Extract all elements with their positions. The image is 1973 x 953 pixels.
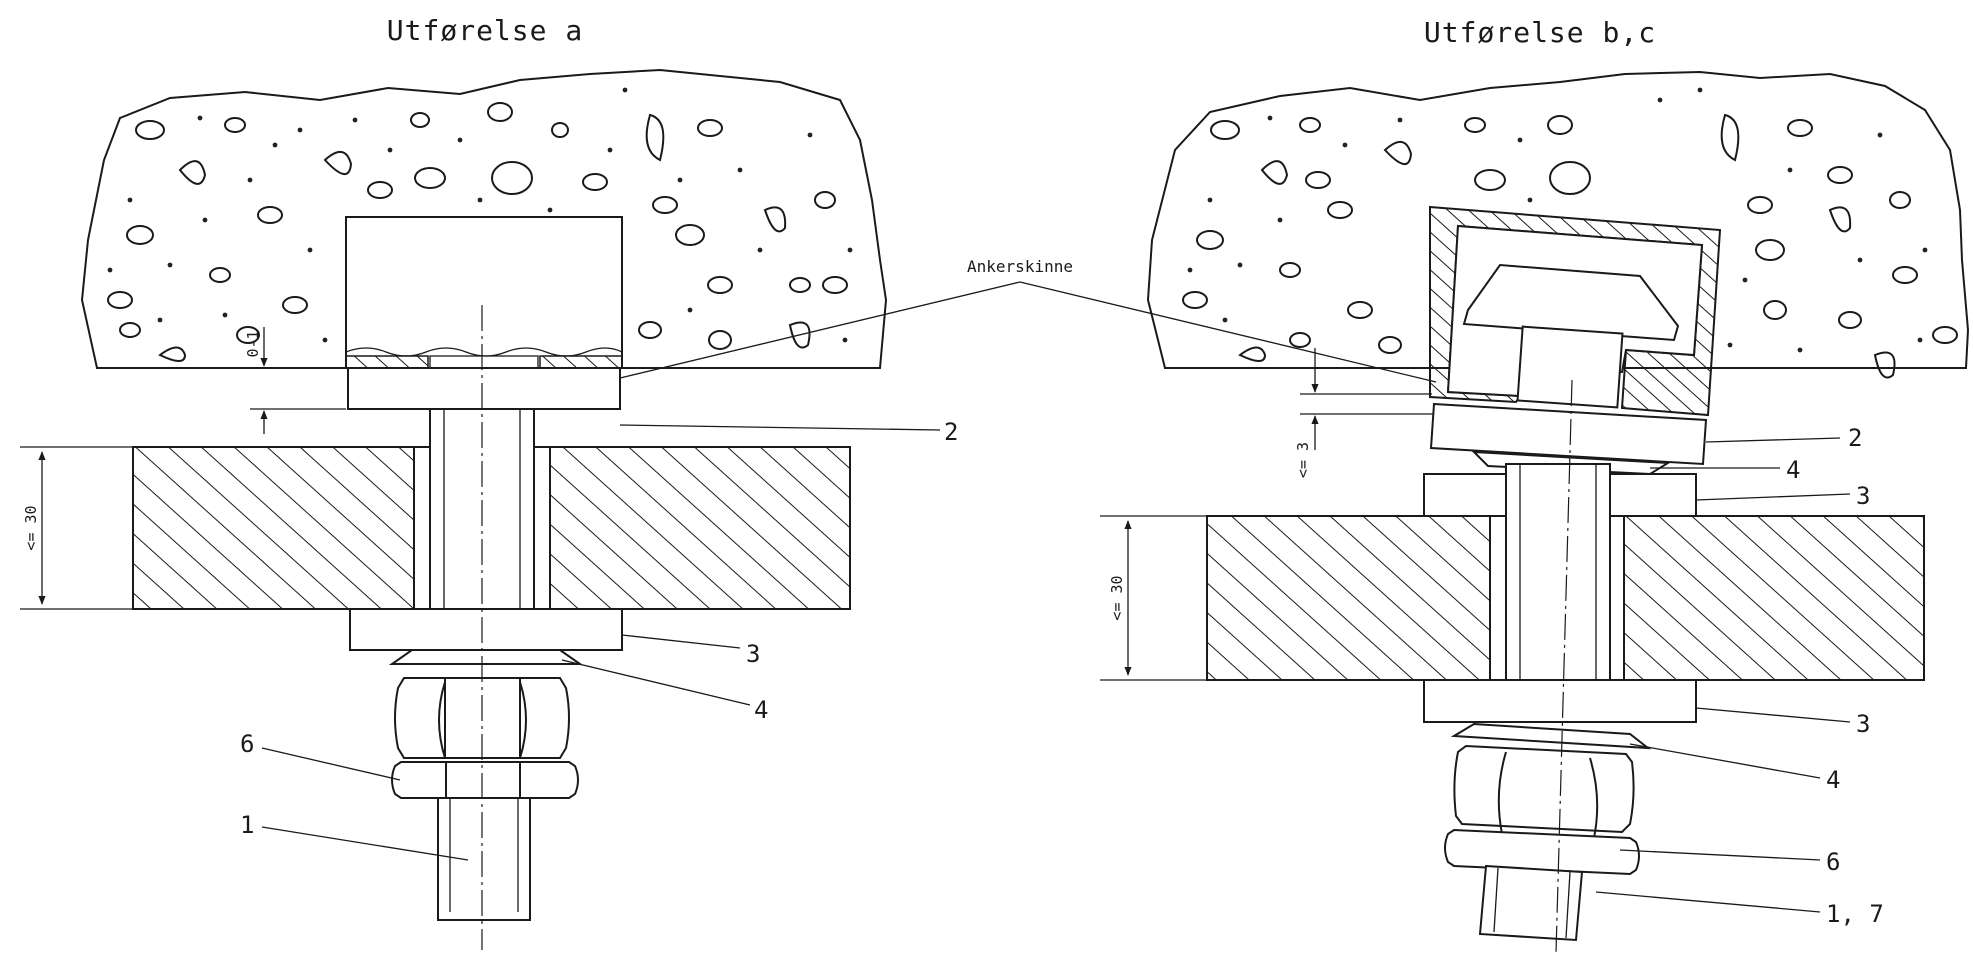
- anchor-channel-a: [345, 216, 623, 369]
- bolt-end-bc: [1478, 864, 1584, 942]
- dim-gap-bc: <= 3: [1294, 442, 1312, 478]
- callout-a-4: 4: [754, 696, 768, 724]
- bolt-shank-bc: [1505, 463, 1611, 681]
- callout-bc-1-7: 1, 7: [1826, 900, 1884, 928]
- lock-nut-6-bc: [1444, 828, 1640, 876]
- callout-bc-4-bottom: 4: [1826, 766, 1840, 794]
- t-bolt-head-bc: [1462, 263, 1680, 342]
- callout-bc-3-top: 3: [1856, 482, 1870, 510]
- aggregate-a: [107, 102, 848, 362]
- washer-3-a: [349, 608, 623, 651]
- anchor-rail-leader-a: [619, 281, 1021, 379]
- title-variant-bc: Utførelse b,c: [1424, 16, 1656, 49]
- callout-bc-2: 2: [1848, 424, 1862, 452]
- dim-plate-bc: <= 30: [1108, 575, 1126, 620]
- channel-lip-right-a: [539, 355, 623, 369]
- lock-nut-6-a: [391, 761, 579, 799]
- hex-nut-bc: [1453, 744, 1635, 834]
- anchor-rail-leader-bc: [1019, 281, 1437, 383]
- callout-a-2: 2: [944, 418, 958, 446]
- t-bolt-neck-bc: [1516, 325, 1624, 409]
- callout-a-1: 1: [240, 811, 254, 839]
- callout-bc-6: 6: [1826, 848, 1840, 876]
- washer-3-bottom-bc: [1423, 679, 1697, 723]
- aggregate-bc: [1182, 113, 1958, 379]
- spring-washer-4-bottom-bc: [1450, 722, 1652, 750]
- spring-washer-4-a: [388, 649, 584, 665]
- concrete-slab-bc: [1146, 70, 1970, 369]
- sand-dots-bc: [1187, 87, 1928, 353]
- callout-a-3: 3: [746, 640, 760, 668]
- concrete-slab-a: [80, 68, 888, 369]
- washer-2-a: [347, 367, 621, 410]
- callout-a-6: 6: [240, 730, 254, 758]
- washer-2-bc: [1429, 402, 1708, 466]
- channel-lip-left-a: [345, 355, 429, 369]
- dim-gap-a: 0-1: [244, 330, 262, 357]
- title-variant-a: Utførelse a: [387, 14, 583, 47]
- dim-plate-a: <= 30: [22, 505, 40, 550]
- view-bc: [1100, 70, 1970, 953]
- label-anchor-rail: Ankerskinne: [967, 257, 1073, 276]
- view-a: [20, 68, 941, 950]
- bolt-end-a: [437, 797, 531, 921]
- callout-bc-4-top: 4: [1786, 456, 1800, 484]
- callout-bc-3-bottom: 3: [1856, 710, 1870, 738]
